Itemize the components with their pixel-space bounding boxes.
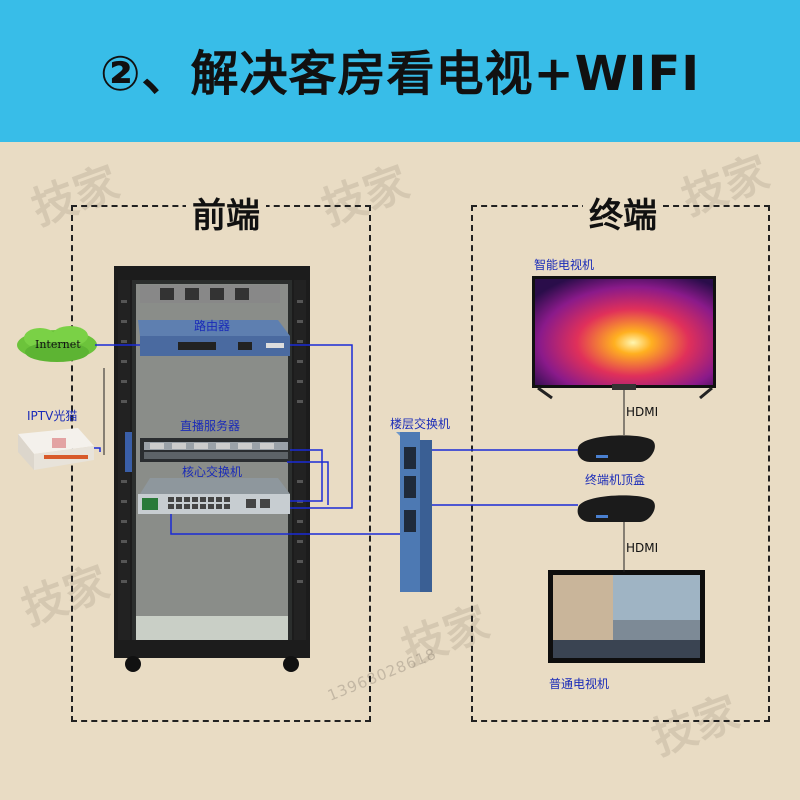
iptv-modem-label: IPTV光猫 [27, 409, 78, 423]
router-device [138, 320, 290, 356]
regular-tv-label: 普通电视机 [549, 677, 610, 691]
floor-switch-device [396, 432, 432, 592]
page-title: ②、解决客房看电视+WIFI [99, 46, 701, 102]
terminal-title: 终端 [583, 188, 663, 237]
header-banner: ②、解决客房看电视+WIFI [0, 0, 800, 142]
iptv-modem-device [18, 428, 94, 470]
smart-tv-label: 智能电视机 [534, 258, 595, 272]
smart-tv-device [532, 276, 716, 400]
core-switch-device [138, 478, 290, 514]
set-top-box-top [577, 435, 655, 462]
core-switch-label: 核心交换机 [182, 465, 243, 479]
hdmi-label-bottom: HDMI [626, 541, 659, 555]
internet-cloud [17, 326, 97, 362]
internet-label: Internet [35, 338, 81, 351]
regular-tv-device [548, 570, 705, 663]
router-label: 路由器 [194, 319, 231, 333]
set-top-box-label: 终端机顶盒 [585, 473, 646, 487]
live-server-device [140, 438, 292, 462]
live-server-label: 直播服务器 [180, 419, 241, 433]
set-top-box-bottom [577, 495, 655, 522]
floor-switch-label: 楼层交换机 [390, 417, 451, 431]
front-end-title: 前端 [186, 188, 266, 237]
hdmi-label-top: HDMI [626, 405, 659, 419]
cables [94, 344, 578, 535]
